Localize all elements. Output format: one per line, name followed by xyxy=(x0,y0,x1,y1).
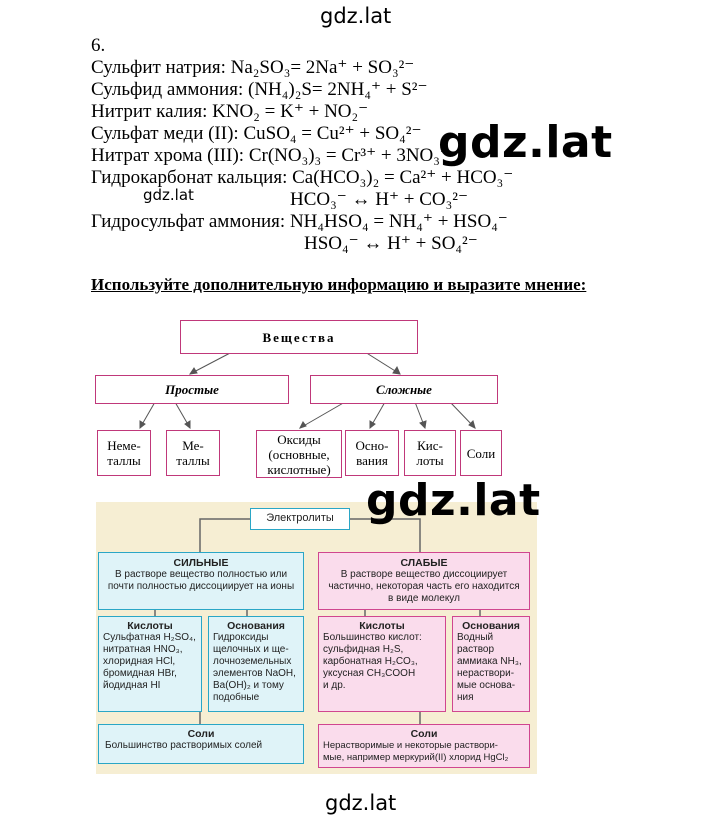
weak-bases-line: аммиака NH₃, xyxy=(457,656,522,667)
strong-acids-line: нитратная HNO₃, xyxy=(103,644,183,655)
strong-bases-line: подобные xyxy=(213,692,260,703)
weak-bases-title: Основания xyxy=(462,620,520,632)
section-heading: Используйте дополнительную информацию и … xyxy=(91,275,587,294)
strong-bases-line: Гидроксиды xyxy=(213,632,269,643)
equation-label: Гидросульфат аммония: xyxy=(91,211,286,232)
equation-formula: HSO₄⁻ ↔ H⁺ + SO₄²⁻ xyxy=(304,233,478,254)
equation-formula: Cr(NO₃)₃ = Cr³⁺ + 3NO₃⁻ xyxy=(248,145,450,166)
equation-formula: KNO₂ = K⁺ + NO₂⁻ xyxy=(212,101,369,122)
weak-acids-title: Кислоты xyxy=(359,620,405,632)
strong-salts-title: Соли xyxy=(187,728,215,740)
equation-formula: (NH₄)₂S= 2NH₄⁺ + S²⁻ xyxy=(248,79,428,100)
strong-bases-box: Основания Гидроксиды щелочных и ще- лочн… xyxy=(208,616,304,712)
equation-label: Гидрокарбонат кальция: xyxy=(91,167,288,188)
equation-formula: CuSO₄ = Cu²⁺ + SO₄²⁻ xyxy=(243,123,422,144)
strong-desc: В растворе вещество полностью или почти … xyxy=(107,569,295,592)
acids-box: Кис- лоты xyxy=(404,430,456,476)
strong-acids-title: Кислоты xyxy=(127,620,173,632)
watermark-big-2: gdz.lat xyxy=(366,475,541,526)
equation-label: Сульфат меди (II): xyxy=(91,123,239,144)
weak-acids-line: карбонатная H₂CO₃, xyxy=(323,656,418,667)
strong-salts-box: Соли Большинство растворимых солей xyxy=(98,724,304,764)
strong-bases-line: щелочных и ще- xyxy=(213,644,289,655)
equation-label: Нитрит калия: xyxy=(91,101,208,122)
weak-electrolytes-box: СЛАБЫЕ В растворе вещество диссоциирует … xyxy=(318,552,530,610)
equation-line-7: HCO₃⁻ ↔ H⁺ + CO₃²⁻ xyxy=(290,189,468,211)
strong-acids-line: хлоридная HCl, xyxy=(103,656,176,667)
equation-line-3: Нитрит калия: KNO₂ = K⁺ + NO₂⁻ xyxy=(91,101,368,123)
weak-acids-line: сульфидная H₂S, xyxy=(323,644,404,655)
complex-substances: Сложные xyxy=(310,375,498,404)
weak-acids-line: и др. xyxy=(323,680,346,691)
weak-bases-box: Основания Водный раствор аммиака NH₃, не… xyxy=(452,616,530,712)
equation-formula: HCO₃⁻ ↔ H⁺ + CO₃²⁻ xyxy=(290,189,468,210)
substances-root: Вещества xyxy=(180,320,418,354)
weak-salts-line: Нерастворимые и некоторые раствори- xyxy=(323,740,498,751)
equation-line-4: Сульфат меди (II): CuSO₄ = Cu²⁺ + SO₄²⁻ xyxy=(91,123,422,145)
strong-acids-line: бромидная HBr, xyxy=(103,668,177,679)
equation-line-9: HSO₄⁻ ↔ H⁺ + SO₄²⁻ xyxy=(304,233,478,255)
weak-desc: В растворе вещество диссоциирует частичн… xyxy=(328,569,520,604)
weak-salts-box: Соли Нерастворимые и некоторые раствори-… xyxy=(318,724,530,768)
weak-bases-line: раствор xyxy=(457,644,495,655)
weak-acids-line: Большинство кислот: xyxy=(323,632,422,643)
oxides-box: Оксиды (основные, кислотные) xyxy=(256,430,342,478)
equation-line-8: Гидросульфат аммония: NH₄HSO₄ = NH₄⁺ + H… xyxy=(91,211,508,233)
weak-salts-title: Соли xyxy=(410,728,438,740)
equation-formula: Na₂SO₃= 2Na⁺ + SO₃²⁻ xyxy=(230,57,415,78)
weak-salts-line: мые, например меркурий(II) хлорид HgCl₂ xyxy=(323,752,509,763)
strong-title: СИЛЬНЫЕ xyxy=(173,557,229,569)
weak-acids-line: уксусная CH₃COOH xyxy=(323,668,416,679)
weak-title: СЛАБЫЕ xyxy=(400,557,448,569)
weak-bases-line: нераствори- xyxy=(457,668,515,679)
strong-acids-box: Кислоты Сульфатная H₂SO₄, нитратная HNO₃… xyxy=(98,616,202,712)
equation-label: Сульфид аммония: xyxy=(91,79,244,100)
strong-electrolytes-box: СИЛЬНЫЕ В растворе вещество полностью ил… xyxy=(98,552,304,610)
equation-line-1: Сульфит натрия: Na₂SO₃= 2Na⁺ + SO₃²⁻ xyxy=(91,57,414,79)
strong-bases-line: лочноземельных xyxy=(213,656,292,667)
bases-box: Осно- вания xyxy=(345,430,399,476)
salts-box: Соли xyxy=(460,430,502,476)
strong-acids-line: Сульфатная H₂SO₄, xyxy=(103,632,196,643)
equation-formula: NH₄HSO₄ = NH₄⁺ + HSO₄⁻ xyxy=(289,211,508,232)
equation-line-2: Сульфид аммония: (NH₄)₂S= 2NH₄⁺ + S²⁻ xyxy=(91,79,427,101)
equation-label: Сульфит натрия: xyxy=(91,57,226,78)
metals-box: Ме- таллы xyxy=(166,430,220,476)
watermark-big-1: gdz.lat xyxy=(438,117,613,168)
weak-bases-line: мые основа- xyxy=(457,680,516,691)
strong-bases-line: элементов NaOH, xyxy=(213,668,296,679)
nonmetals-box: Неме- таллы xyxy=(97,430,151,476)
strong-bases-line: Ba(OH)₂ и тому xyxy=(213,680,284,691)
equation-line-6: Гидрокарбонат кальция: Ca(HCO₃)₂ = Ca²⁺ … xyxy=(91,167,513,189)
strong-salts-text: Большинство растворимых солей xyxy=(105,740,263,751)
electrolytes-root: Электролиты xyxy=(250,508,350,530)
weak-bases-line: ния xyxy=(457,692,474,703)
watermark-small-left: gdz.lat xyxy=(143,186,194,204)
weak-acids-box: Кислоты Большинство кислот: сульфидная H… xyxy=(318,616,446,712)
equation-formula: Ca(HCO₃)₂ = Ca²⁺ + HCO₃⁻ xyxy=(292,167,514,188)
simple-substances: Простые xyxy=(95,375,289,404)
equation-label: Нитрат хрома (III): xyxy=(91,145,245,166)
watermark-bottom: gdz.lat xyxy=(325,791,397,815)
weak-bases-line: Водный xyxy=(457,632,494,643)
equation-line-5: Нитрат хрома (III): Cr(NO₃)₃ = Cr³⁺ + 3N… xyxy=(91,145,450,167)
watermark-top: gdz.lat xyxy=(320,4,392,28)
strong-bases-title: Основания xyxy=(227,620,285,632)
strong-acids-line: йодидная HI xyxy=(103,680,161,691)
task-number: 6. xyxy=(91,35,106,56)
